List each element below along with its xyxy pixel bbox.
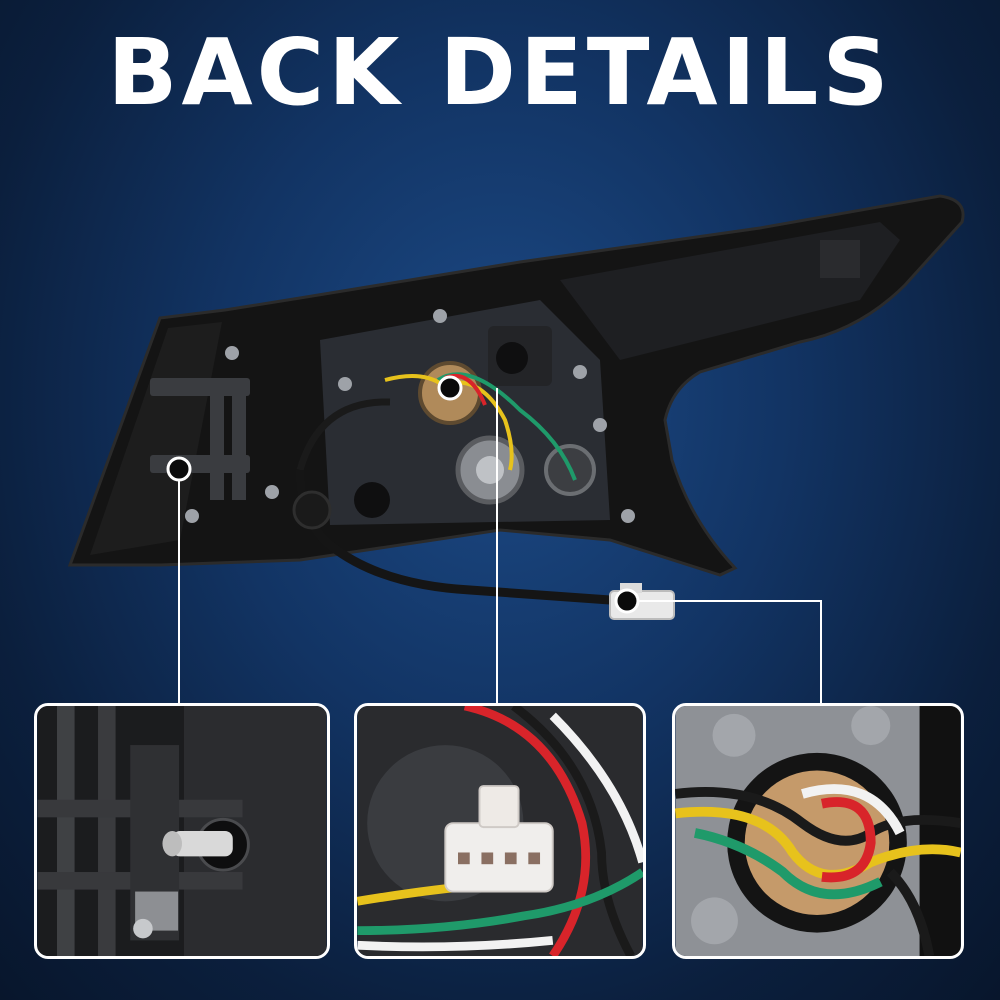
callout-lines (178, 388, 822, 703)
detail-panel-mounting-stud (34, 703, 330, 959)
wire-harness-icon (675, 706, 961, 956)
mounting-stud-icon (37, 706, 327, 956)
detail-panel-wire-harness (672, 703, 964, 959)
page-title: BACK DETAILS (107, 19, 893, 126)
tail-light-housing (67, 194, 965, 577)
detail-panel-connector (354, 703, 646, 959)
callout-dots (166, 375, 640, 614)
connector-plug-icon (357, 706, 643, 956)
